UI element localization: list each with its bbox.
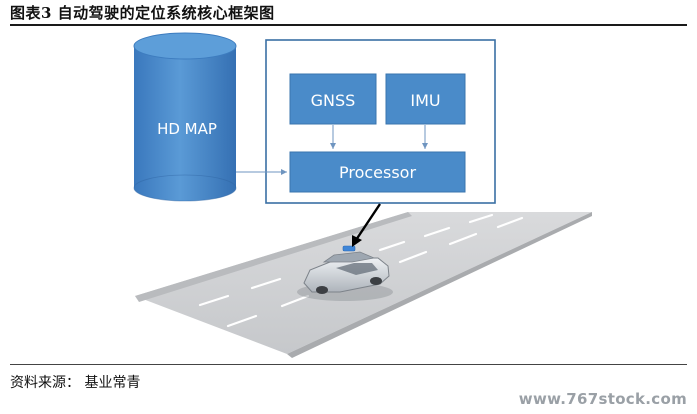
processor-label: Processor: [339, 163, 416, 182]
gnss-box: GNSS: [289, 73, 377, 125]
figure-source: 资料来源： 基业常青: [10, 375, 141, 391]
processor-box: Processor: [289, 151, 466, 193]
hd-map-label: HD MAP: [157, 120, 217, 138]
lane-markings: [198, 213, 524, 328]
imu-label: IMU: [410, 91, 440, 110]
gnss-label: GNSS: [311, 91, 356, 110]
roof-sensor-icon: [342, 245, 356, 252]
car: [297, 245, 393, 301]
hd-map-database: HD MAP: [133, 32, 237, 202]
imu-box: IMU: [385, 73, 466, 125]
watermark: www.767stock.com: [518, 390, 687, 408]
arrow-frame-to-car: [355, 203, 381, 241]
arrow-head-car: [352, 235, 362, 247]
title-rule: [10, 24, 687, 26]
source-rule: [10, 364, 687, 365]
figure-title: 图表3 自动驾驶的定位系统核心框架图: [10, 4, 275, 22]
